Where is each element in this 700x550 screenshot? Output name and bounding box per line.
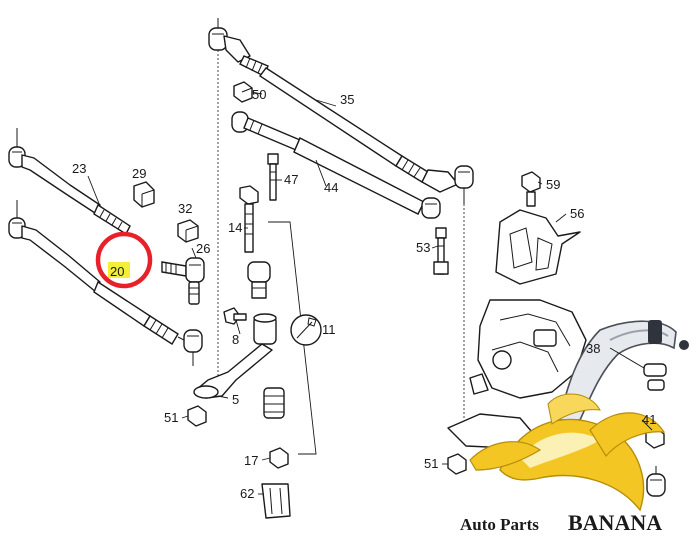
pitman-shaft bbox=[263, 387, 285, 419]
watermark-prefix: Auto Parts bbox=[460, 515, 539, 534]
label-26: 26 bbox=[196, 241, 210, 256]
label-50: 50 bbox=[252, 87, 266, 102]
label-8: 8 bbox=[232, 332, 239, 347]
bolt-53 bbox=[433, 227, 449, 275]
tie-rod-lower-20 bbox=[8, 200, 203, 366]
label-56: 56 bbox=[570, 206, 584, 221]
label-38: 38 bbox=[586, 341, 600, 356]
label-62: 62 bbox=[240, 486, 254, 501]
wrench-icon bbox=[290, 314, 322, 346]
label-29: 29 bbox=[132, 166, 146, 181]
label-47: 47 bbox=[284, 172, 298, 187]
right-tie-rod-end bbox=[646, 466, 666, 497]
label-41: 41 bbox=[642, 412, 656, 427]
bolt-8 bbox=[223, 307, 247, 325]
label-5: 5 bbox=[232, 392, 239, 407]
label-20-highlight bbox=[108, 262, 130, 278]
idler-bushing bbox=[247, 261, 271, 299]
steering-box bbox=[447, 299, 587, 449]
label-51-right: 51 bbox=[424, 456, 438, 471]
nut-50 bbox=[233, 81, 253, 103]
steering-damper-44 bbox=[231, 111, 441, 219]
clip-62 bbox=[261, 483, 291, 519]
label-32: 32 bbox=[178, 201, 192, 216]
bolt-47 bbox=[267, 153, 279, 201]
label-51-left: 51 bbox=[164, 410, 178, 425]
bolt-59 bbox=[521, 171, 541, 207]
label-35: 35 bbox=[340, 92, 354, 107]
drag-link-35 bbox=[208, 18, 474, 204]
label-20: 20 bbox=[110, 264, 124, 279]
banana-logo-icon: Auto Parts BANANA bbox=[460, 320, 689, 535]
nut-51-left bbox=[187, 405, 207, 427]
label-53: 53 bbox=[416, 240, 430, 255]
bushing-38 bbox=[643, 363, 667, 391]
label-14: 14 bbox=[228, 220, 242, 235]
highlight-circle bbox=[95, 231, 153, 289]
tie-rod-upper-23 bbox=[8, 128, 131, 236]
adjusting-sleeve-26 bbox=[161, 257, 205, 305]
idler-arm-5 bbox=[193, 313, 277, 399]
label-17: 17 bbox=[244, 453, 258, 468]
label-11: 11 bbox=[322, 322, 336, 337]
bolt-14 bbox=[239, 185, 259, 253]
splash-guard-56 bbox=[495, 209, 581, 285]
label-23: 23 bbox=[72, 161, 86, 176]
watermark-brand: BANANA bbox=[568, 510, 662, 535]
nut-17 bbox=[269, 447, 289, 469]
nut-51-right bbox=[447, 453, 467, 475]
label-59: 59 bbox=[546, 177, 560, 192]
nut-32 bbox=[177, 219, 199, 243]
nut-29 bbox=[133, 181, 155, 208]
label-44: 44 bbox=[324, 180, 338, 195]
